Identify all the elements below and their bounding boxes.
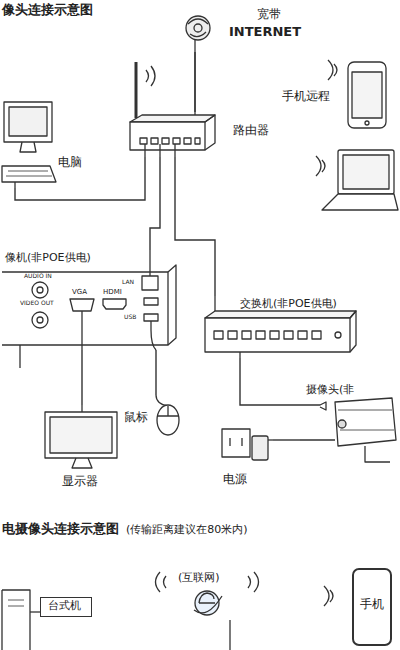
node-label: 手机: [360, 598, 384, 612]
node-label: 摄像头(非: [306, 384, 354, 397]
cable-connector: [156, 350, 157, 395]
cable-connector: [82, 350, 83, 405]
part-label: LAN: [122, 279, 134, 286]
cable-connector: [175, 157, 215, 296]
cable-line: [273, 439, 300, 440]
node-label: 宽带: [257, 8, 281, 22]
node-label: (互联网): [178, 572, 220, 585]
node-label: 电脑: [58, 156, 82, 170]
cable-line: [15, 157, 145, 200]
cable-line: [194, 52, 195, 112]
node-label: 台式机: [48, 600, 81, 613]
cable-line: [150, 157, 160, 250]
cable-line: [155, 350, 156, 395]
part-label: USB: [124, 314, 136, 321]
cable-line: [81, 350, 82, 405]
phone-remote-node: 手机远程: [280, 88, 342, 108]
node-label: INTERNET: [229, 25, 301, 40]
desktop-node: 台式机: [40, 597, 92, 617]
cable-connector: [195, 52, 196, 112]
part-label: AUDIO IN: [24, 273, 52, 280]
cable-line: [240, 358, 300, 405]
node-label: 显示器: [62, 475, 98, 489]
recorder-node: 像机(非POE供电): [2, 250, 170, 350]
computer-node: 电脑: [0, 98, 86, 188]
node-label: 手机远程: [282, 90, 330, 104]
cable-connector: [273, 440, 300, 441]
diagram-title: 像头连接示意图: [2, 3, 93, 18]
node-label: 路由器: [233, 124, 269, 138]
cable-connector: [150, 157, 160, 250]
monitor-node: 显示器: [40, 405, 122, 493]
part-label: HDMI: [103, 288, 122, 296]
cable-connector: [240, 358, 300, 405]
switch-node: 交换机(非POE供电): [200, 296, 360, 358]
camera-node: 摄像头(非: [300, 382, 396, 472]
cable-line: [175, 157, 215, 296]
node-label: 交换机(非POE供电): [240, 298, 337, 311]
power-node: 电源: [215, 425, 273, 490]
part-label: (传输距离建议在80米内): [126, 524, 248, 537]
part-label: VIDEO OUT: [20, 300, 54, 307]
node-label: 像机(非POE供电): [5, 252, 91, 265]
mouse-node: 鼠标: [118, 395, 188, 440]
part-label: VGA: [72, 288, 87, 296]
part-label: 电摄像头连接示意图: [2, 522, 119, 537]
router-node: 路由器: [125, 112, 275, 157]
node-label: 电源: [223, 473, 247, 487]
cable-connector: [15, 157, 145, 200]
phone-node: 手机: [352, 568, 392, 646]
node-label: 鼠标: [124, 411, 148, 425]
internet-node: (互联网): [172, 572, 248, 630]
internet-node: 宽带 INTERNET: [185, 8, 310, 52]
